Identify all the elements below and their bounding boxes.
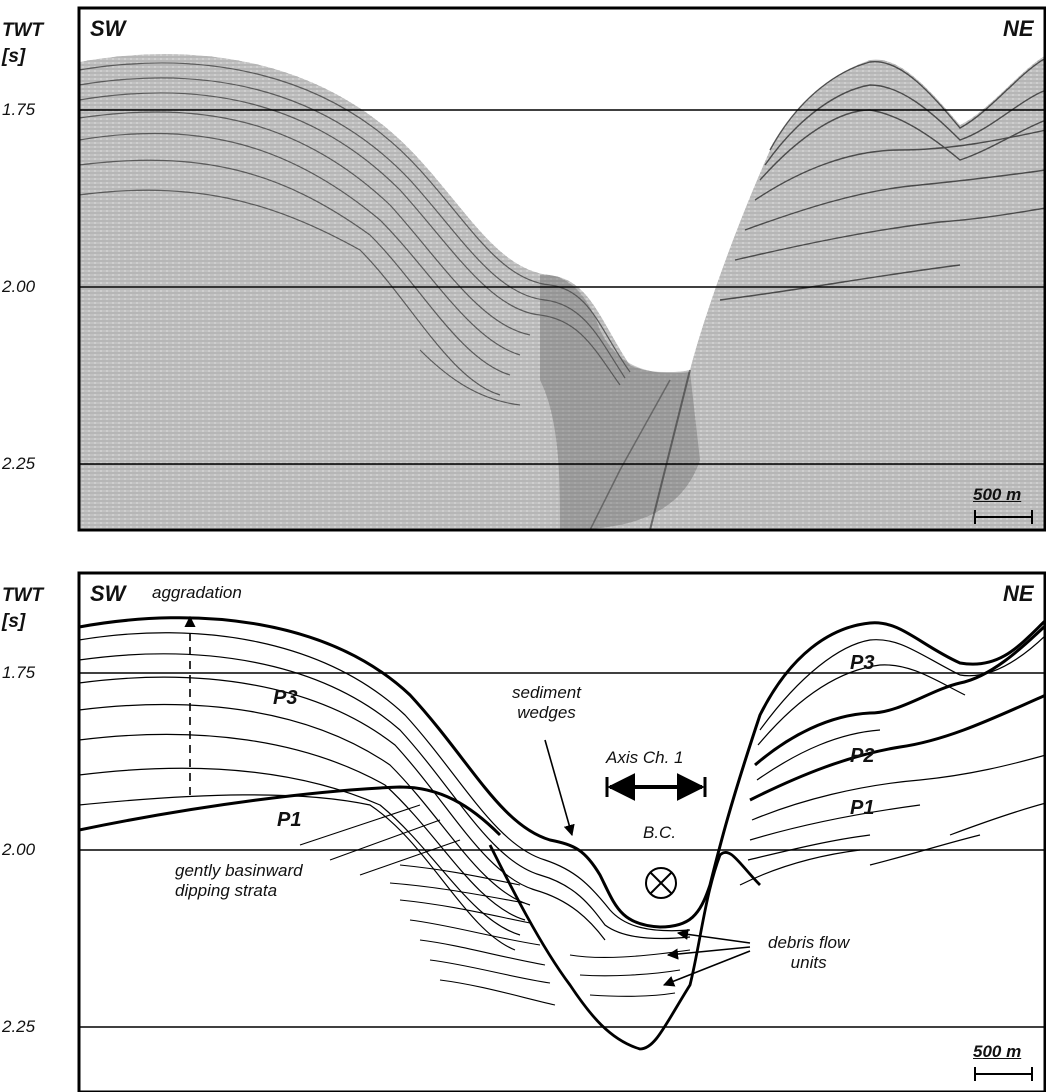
tick-label: 2.25	[2, 1017, 35, 1037]
twt-axis-title: TWT [s]	[2, 18, 43, 70]
channel-axis-symbol	[646, 868, 676, 898]
debris-flow-label: debris flow units	[768, 933, 849, 973]
tick-label: 2.00	[2, 277, 35, 297]
seismic-image	[0, 0, 1046, 540]
sediment-wedges-line2: wedges	[512, 703, 581, 723]
ne-label: NE	[1003, 581, 1034, 607]
sediment-wedge-arrow	[545, 740, 572, 835]
twt-axis-title-line2: [s]	[2, 609, 43, 635]
p1-right-label: P1	[850, 797, 874, 820]
aggradation-label: aggradation	[152, 583, 242, 603]
debris-flow-arrows	[664, 933, 750, 985]
twt-axis-title-line2: [s]	[2, 44, 43, 70]
sediment-wedges-label: sediment wedges	[512, 683, 581, 723]
scale-bar	[975, 1067, 1032, 1081]
p3-right-label: P3	[850, 652, 874, 675]
twt-axis-title-line1: TWT	[2, 583, 43, 609]
debris-flow-line2: units	[768, 953, 849, 973]
twt-axis-title-line1: TWT	[2, 18, 43, 44]
bc-label: B.C.	[643, 823, 676, 843]
scale-label: 500 m	[973, 485, 1021, 505]
gently-strata-label: gently basinward dipping strata	[175, 861, 303, 901]
tick-label: 2.25	[2, 454, 35, 474]
p2-right-label: P2	[850, 745, 874, 768]
tick-label: 1.75	[2, 100, 35, 120]
p3-left-label: P3	[273, 687, 297, 710]
scale-label: 500 m	[973, 1042, 1021, 1062]
sw-label: SW	[90, 581, 125, 607]
axis-channel-arrow	[607, 777, 705, 797]
axis-channel-label: Axis Ch. 1	[606, 748, 683, 768]
tick-label: 1.75	[2, 663, 35, 683]
sw-label: SW	[90, 16, 125, 42]
interpretation-drawing	[0, 565, 1046, 1092]
interpretation-panel: TWT [s] 1.75 2.00 2.25 SW NE aggradation…	[0, 565, 1046, 1092]
tick-label: 2.00	[2, 840, 35, 860]
gently-strata-line1: gently basinward	[175, 861, 303, 881]
seismic-profile-panel: TWT [s] 1.75 2.00 2.25 SW NE 500 m	[0, 0, 1046, 540]
debris-flow-line1: debris flow	[768, 933, 849, 953]
sediment-wedges-line1: sediment	[512, 683, 581, 703]
gently-strata-line2: dipping strata	[175, 881, 303, 901]
p1-left-label: P1	[277, 809, 301, 832]
ne-label: NE	[1003, 16, 1034, 42]
twt-axis-title: TWT [s]	[2, 583, 43, 635]
